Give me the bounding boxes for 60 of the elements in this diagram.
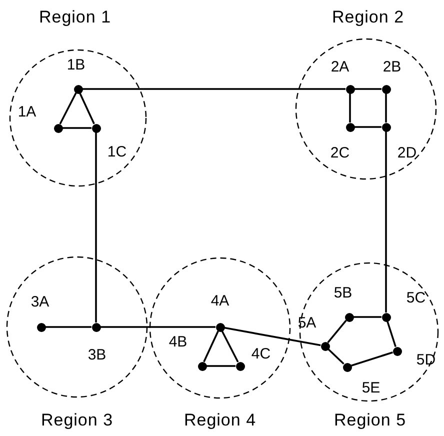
- graph-edge: [62, 127, 92, 129]
- vertex-dot: [382, 122, 390, 132]
- vertex-label: 2C: [330, 146, 350, 160]
- region-label: Region 5: [334, 412, 406, 428]
- vertex-label: 4B: [168, 334, 188, 350]
- vertex-dot: [216, 322, 224, 332]
- vertex-label: 5B: [334, 286, 352, 300]
- graph-edge: [46, 326, 92, 328]
- vertex-dot: [342, 362, 352, 372]
- region-label: Region 4: [184, 412, 256, 428]
- vertex-label: 2B: [382, 60, 402, 74]
- region-label: Region 3: [40, 412, 114, 428]
- graph-edge: [203, 330, 219, 362]
- graph-edge: [221, 330, 239, 362]
- graph-edge: [354, 316, 382, 318]
- graph-edge: [354, 88, 382, 90]
- vertex-label: 2A: [330, 60, 350, 74]
- graph-edge: [349, 94, 351, 122]
- vertex-dot: [392, 346, 402, 356]
- vertex-label: 5D: [416, 352, 436, 368]
- vertex-label: 1A: [18, 104, 36, 120]
- vertex-dot: [236, 362, 244, 370]
- vertex-label: 5C: [406, 290, 426, 306]
- vertex-label: 5E: [362, 380, 380, 396]
- vertex-dot: [382, 312, 390, 322]
- vertex-dot: [36, 322, 46, 332]
- vertex-dot: [74, 84, 82, 94]
- graph-edge: [351, 352, 393, 366]
- graph-edge: [354, 126, 382, 128]
- vertex-dot: [92, 124, 100, 132]
- graph-edge: [328, 348, 344, 365]
- vertex-label: 1C: [107, 144, 127, 160]
- graph-edge: [386, 321, 396, 347]
- vertex-dot: [344, 312, 354, 322]
- vertex-label: 4C: [251, 346, 271, 362]
- vertex-dot: [382, 84, 390, 94]
- region-label: Region 2: [332, 8, 404, 26]
- graph-edge: [59, 92, 77, 124]
- vertex-label: 3A: [30, 294, 50, 310]
- vertex-label: 5A: [298, 316, 316, 330]
- graph-edge: [385, 132, 387, 312]
- region-label: Region 1: [38, 8, 112, 26]
- vertex-dot: [198, 362, 206, 370]
- vertex-label: 2D: [397, 146, 417, 160]
- vertex-dot: [92, 322, 100, 332]
- graph-edge: [206, 365, 236, 367]
- vertex-dot: [346, 84, 354, 94]
- vertex-dot: [320, 342, 330, 350]
- graph-edge: [100, 326, 216, 328]
- graph-edge: [385, 94, 387, 122]
- vertex-label: 1B: [66, 58, 86, 72]
- graph-edge: [224, 326, 321, 346]
- graph-edge: [82, 88, 346, 90]
- graph-edge: [327, 320, 347, 344]
- vertex-label: 4A: [210, 294, 230, 308]
- graph-edge: [95, 132, 97, 322]
- vertex-dot: [54, 124, 62, 132]
- graph-edge: [79, 92, 95, 124]
- vertex-dot: [346, 122, 354, 132]
- vertex-label: 3B: [88, 348, 106, 362]
